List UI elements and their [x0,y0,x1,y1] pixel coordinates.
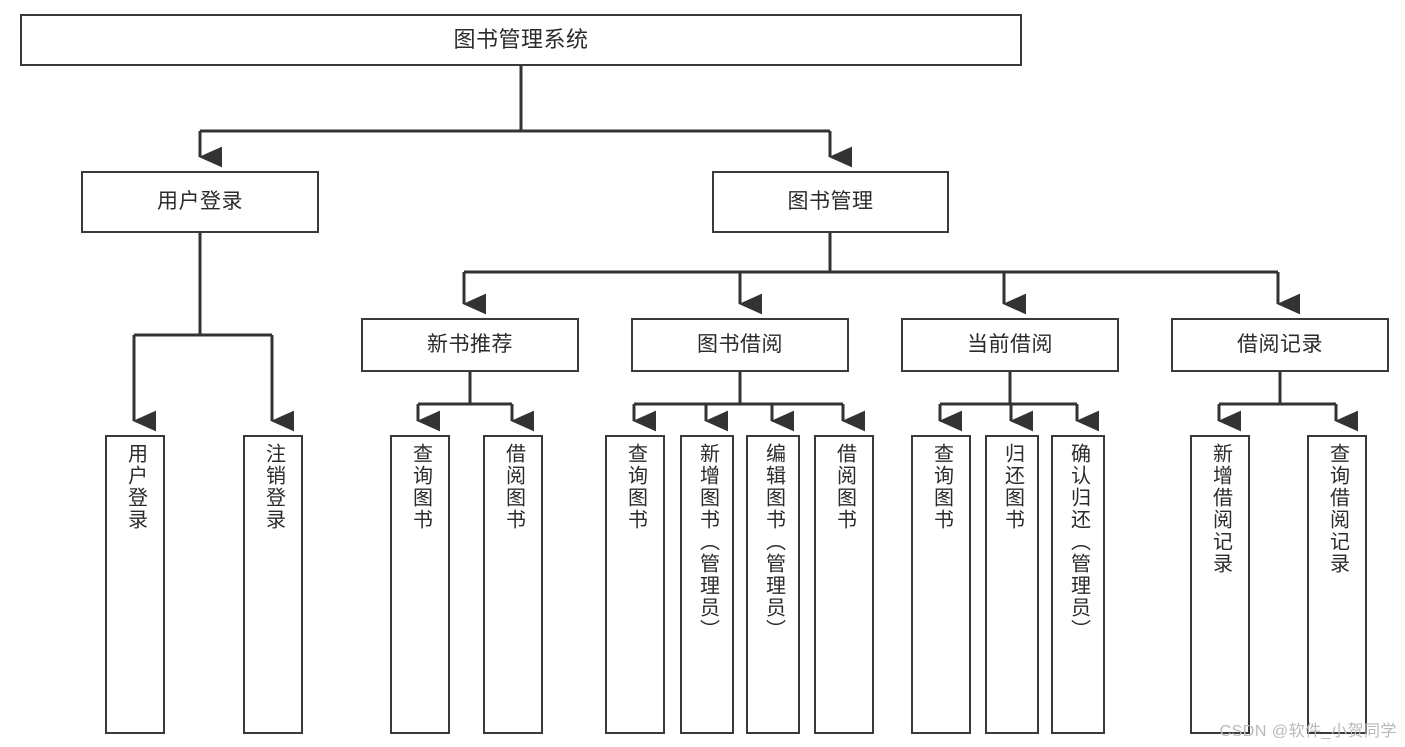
node-root-system[interactable]: 图书管理系统 [20,14,1022,66]
leaf-user-login[interactable]: 用户登录 [105,435,165,734]
node-label: 借阅图书 [502,443,525,531]
leaf-logout[interactable]: 注销登录 [243,435,303,734]
node-label: 新书推荐 [427,333,513,357]
node-label: 注销登录 [262,443,285,531]
leaf-borrow-book-1[interactable]: 借阅图书 [483,435,543,734]
node-new-book-rec[interactable]: 新书推荐 [361,318,579,372]
node-label: 用户登录 [157,190,243,214]
node-label: 查询图书 [624,443,647,531]
node-user-login[interactable]: 用户登录 [81,171,319,233]
leaf-borrow-book-2[interactable]: 借阅图书 [814,435,874,734]
leaf-query-book-3[interactable]: 查询图书 [911,435,971,734]
node-label: 图书管理系统 [453,26,589,52]
node-borrow-record[interactable]: 借阅记录 [1171,318,1389,372]
leaf-query-borrow-record[interactable]: 查询借阅记录 [1307,435,1367,734]
node-label: 新增借阅记录 [1209,443,1232,575]
leaf-query-book-2[interactable]: 查询图书 [605,435,665,734]
node-label: 图书管理 [787,190,874,214]
node-label: 借阅图书 [833,443,856,531]
node-label: 查询图书 [930,443,953,531]
node-label: 编辑图书（管理员） [762,443,785,641]
leaf-confirm-return-admin[interactable]: 确认归还（管理员） [1051,435,1105,734]
node-label: 新增图书（管理员） [696,443,719,641]
leaf-edit-book-admin[interactable]: 编辑图书（管理员） [746,435,800,734]
node-label: 借阅记录 [1237,333,1323,357]
node-label: 当前借阅 [967,333,1053,357]
node-label: 用户登录 [124,443,147,531]
node-book-borrow[interactable]: 图书借阅 [631,318,849,372]
leaf-add-borrow-record[interactable]: 新增借阅记录 [1190,435,1250,734]
node-label: 查询借阅记录 [1326,443,1349,575]
leaf-return-book[interactable]: 归还图书 [985,435,1039,734]
node-current-borrow[interactable]: 当前借阅 [901,318,1119,372]
node-label: 查询图书 [409,443,432,531]
leaf-add-book-admin[interactable]: 新增图书（管理员） [680,435,734,734]
node-label: 图书借阅 [697,333,783,357]
node-label: 确认归还（管理员） [1067,443,1090,641]
leaf-query-book-1[interactable]: 查询图书 [390,435,450,734]
node-book-manage[interactable]: 图书管理 [712,171,949,233]
node-label: 归还图书 [1001,443,1024,531]
